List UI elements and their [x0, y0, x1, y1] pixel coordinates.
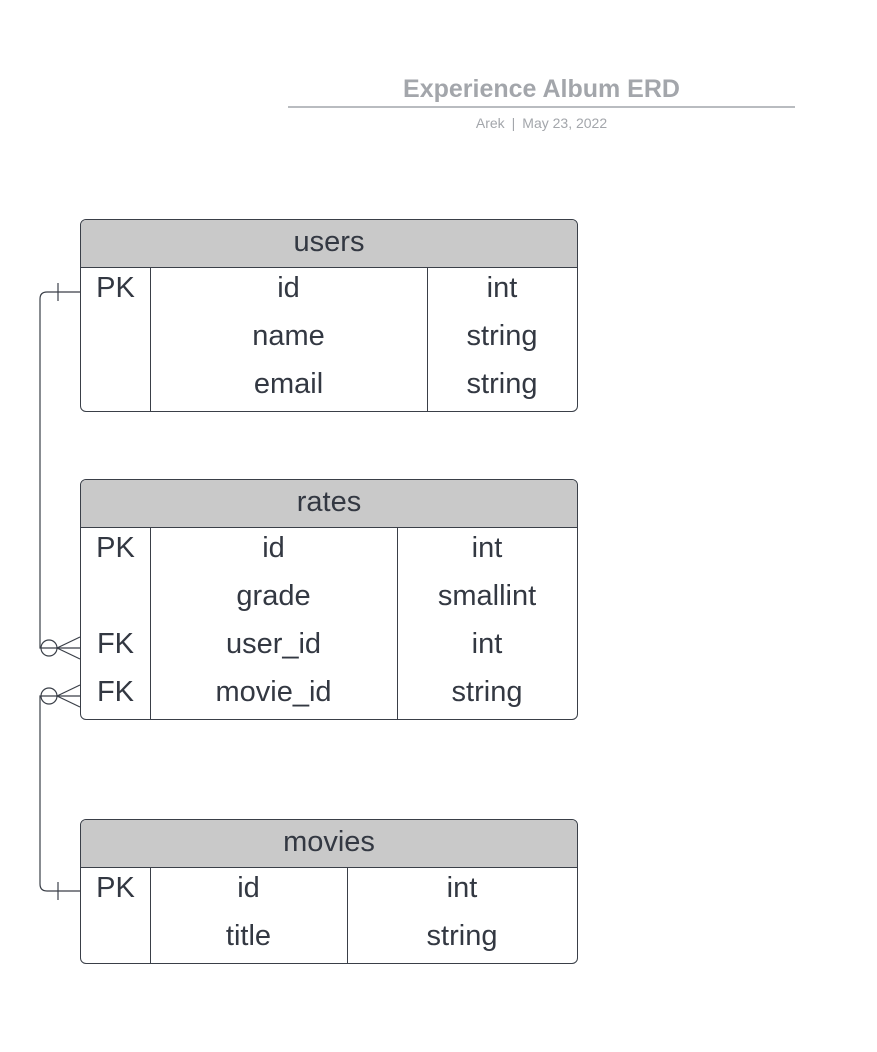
- diagram-title: Experience Album ERD: [403, 75, 680, 103]
- field-cell: movie_id: [215, 676, 332, 708]
- table-row[interactable]: email string: [81, 364, 577, 411]
- column-divider: [347, 868, 348, 963]
- key-cell: FK: [96, 676, 135, 708]
- column-divider: [150, 528, 151, 719]
- date: May 23, 2022: [522, 115, 608, 131]
- type-cell: int: [471, 628, 503, 660]
- type-cell: string: [466, 368, 538, 400]
- column-divider: [397, 528, 398, 719]
- key-cell: PK: [96, 272, 135, 304]
- relationship-movies-rates[interactable]: [39, 684, 81, 900]
- table-row[interactable]: FK user_id int: [81, 624, 577, 672]
- connector-line: [39, 291, 80, 649]
- crowfoot-marker: [56, 647, 81, 660]
- entity-movies[interactable]: movies PK id int title string: [80, 819, 578, 964]
- entity-header: users: [81, 220, 577, 268]
- crowfoot-marker: [56, 695, 81, 708]
- type-cell: string: [426, 920, 498, 952]
- connector-line: [39, 695, 80, 892]
- key-cell: PK: [96, 532, 135, 564]
- type-cell: int: [486, 272, 518, 304]
- crowfoot-marker: [56, 684, 81, 697]
- type-cell: string: [466, 320, 538, 352]
- table-row[interactable]: PK id int: [81, 868, 577, 916]
- table-row[interactable]: PK id int: [81, 268, 577, 316]
- column-divider: [150, 868, 151, 963]
- entity-body: PK id int name string email string: [81, 268, 577, 411]
- field-cell: id: [262, 532, 285, 564]
- key-cell: PK: [96, 872, 135, 904]
- column-divider: [150, 268, 151, 411]
- field-cell: email: [253, 368, 324, 400]
- relationship-users-rates[interactable]: [39, 283, 81, 660]
- type-cell: string: [451, 676, 523, 708]
- type-cell: int: [471, 532, 503, 564]
- title-divider: [288, 106, 795, 108]
- meta-separator: |: [511, 115, 516, 131]
- table-row[interactable]: name string: [81, 316, 577, 364]
- field-cell: name: [252, 320, 325, 352]
- table-row[interactable]: FK movie_id string: [81, 672, 577, 719]
- field-cell: grade: [236, 580, 311, 612]
- table-row[interactable]: PK id int: [81, 528, 577, 576]
- entity-header: rates: [81, 480, 577, 528]
- table-row[interactable]: grade smallint: [81, 576, 577, 624]
- field-cell: title: [225, 920, 272, 952]
- field-cell: user_id: [225, 628, 322, 660]
- table-row[interactable]: title string: [81, 916, 577, 963]
- type-cell: smallint: [437, 580, 537, 612]
- entity-body: PK id int title string: [81, 868, 577, 963]
- type-cell: int: [446, 872, 478, 904]
- entity-body: PK id int grade smallint FK user_id int …: [81, 528, 577, 719]
- crowfoot-marker: [56, 636, 81, 649]
- entity-header: movies: [81, 820, 577, 868]
- key-cell: FK: [96, 628, 135, 660]
- column-divider: [427, 268, 428, 411]
- entity-users[interactable]: users PK id int name string email string: [80, 219, 578, 412]
- diagram-meta: Arek | May 23, 2022: [288, 114, 795, 132]
- entity-rates[interactable]: rates PK id int grade smallint FK user_i…: [80, 479, 578, 720]
- field-cell: id: [237, 872, 260, 904]
- field-cell: id: [277, 272, 300, 304]
- author: Arek: [475, 115, 505, 131]
